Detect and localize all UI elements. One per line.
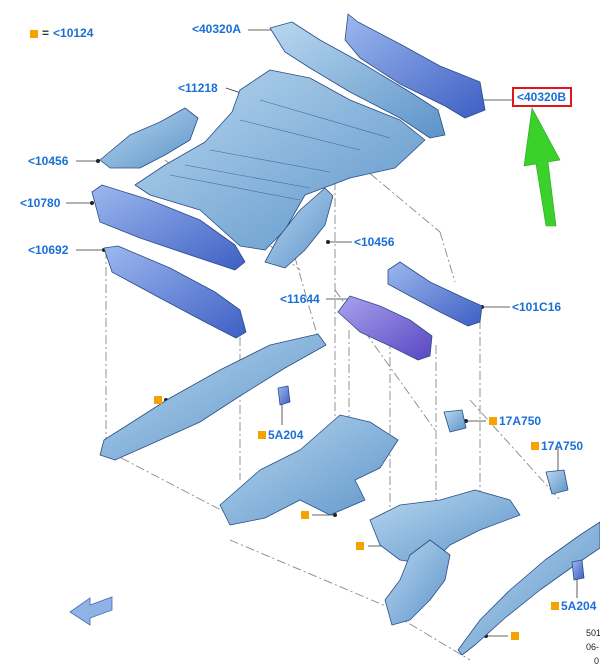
part-10780-shape — [91, 184, 246, 271]
label-10456-right[interactable]: <10456 — [354, 235, 395, 249]
marker-square-icon — [30, 30, 38, 38]
marker-square-left-rail — [154, 396, 162, 404]
part-40320B-shape — [344, 13, 486, 119]
footer-ref-line2: 06- — [586, 642, 600, 652]
legend: =<10124 — [30, 26, 93, 40]
part-101C16-shape — [387, 261, 483, 327]
label-40320B-highlighted[interactable]: <40320B — [512, 87, 572, 107]
label-40320A[interactable]: <40320A — [192, 22, 242, 36]
left-rail-shape — [99, 333, 327, 461]
lower-rail-shape — [384, 539, 451, 626]
center-crossmember-shape — [219, 414, 399, 526]
legend-code: <10124 — [53, 26, 94, 40]
label-10780[interactable]: <10780 — [20, 196, 61, 210]
marker-square-rear — [356, 542, 364, 550]
label-101C16[interactable]: <101C16 — [512, 300, 562, 314]
label-17A750-right[interactable]: 17A750 — [541, 439, 584, 453]
label-5A204-left[interactable]: 5A204 — [268, 428, 304, 442]
label-11644[interactable]: <11644 — [280, 292, 320, 306]
rear-crossmember-shape — [369, 489, 521, 566]
footer-ref-line1: 501 — [586, 628, 600, 638]
bracket-17A750-right-shape — [545, 469, 569, 495]
part-11644-shape — [337, 295, 433, 361]
marker-square-center — [301, 511, 309, 519]
part-10456-left-shape — [99, 107, 199, 169]
right-rail-shape — [457, 521, 600, 656]
bracket-17A750-mid-shape — [443, 409, 467, 433]
legend-equals: = — [42, 26, 50, 40]
footer-ref-line3: 0 — [594, 656, 600, 666]
marker-square-17A750-right — [531, 442, 539, 450]
marker-square-5A204-left — [258, 431, 266, 439]
direction-arrow-icon — [69, 596, 113, 626]
bracket-5A204-right-shape — [571, 559, 585, 581]
label-10692[interactable]: <10692 — [28, 243, 69, 257]
label-5A204-right[interactable]: 5A204 — [561, 599, 597, 613]
marker-square-bottom — [511, 632, 519, 640]
bracket-5A204-left-shape — [277, 385, 291, 406]
label-10456-left[interactable]: <10456 — [28, 154, 69, 168]
marker-square-5A204-right — [551, 602, 559, 610]
green-pointer-arrow — [523, 107, 561, 227]
marker-square-17A750-mid — [489, 417, 497, 425]
part-10456-right-shape — [264, 187, 334, 269]
label-17A750-mid[interactable]: 17A750 — [499, 414, 542, 428]
floor-rib-lines — [169, 99, 391, 201]
part-10692-shape — [103, 245, 247, 339]
label-11218[interactable]: <11218 — [178, 81, 218, 95]
part-40320A-shape — [269, 21, 446, 139]
